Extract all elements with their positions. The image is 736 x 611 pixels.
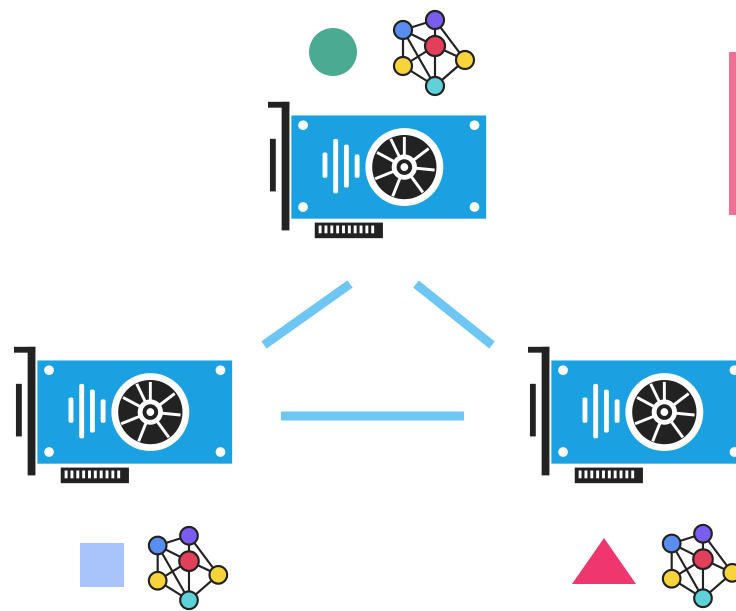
link-top-right (413, 280, 495, 349)
triangle-marker (572, 538, 636, 584)
link-top-left (261, 280, 353, 349)
neural-network-icon (392, 9, 476, 97)
circle-marker (309, 28, 357, 76)
square-marker (80, 543, 124, 587)
neural-network-icon (147, 525, 229, 611)
gpu-card-icon (14, 345, 234, 485)
neural-network-icon (661, 523, 736, 609)
accent-bar (729, 52, 736, 215)
gpu-card-icon (268, 100, 488, 240)
gpu-card-icon (528, 345, 736, 485)
